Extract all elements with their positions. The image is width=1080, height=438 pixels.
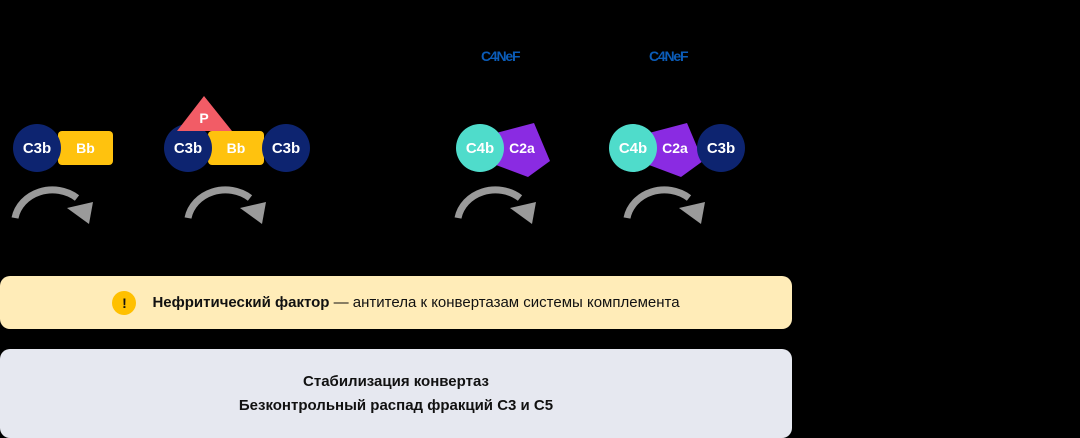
c3b-circle: C3b	[262, 124, 310, 172]
c4b-circle: C4b	[609, 124, 657, 172]
curved-arrow-icon	[184, 186, 266, 224]
c2a-label: C2a	[662, 140, 688, 156]
curved-arrow-icon	[11, 186, 93, 224]
c3b-circle: C3b	[697, 124, 745, 172]
properdin-triangle	[177, 96, 232, 131]
c3b-circle: C3b	[13, 124, 61, 172]
c3b-circle: C3b	[164, 124, 212, 172]
properdin-label: P	[199, 110, 209, 126]
c4nef-label: C4NeF	[649, 48, 689, 64]
c4b-circle: C4b	[456, 124, 504, 172]
exclamation-warning-icon: !	[112, 290, 137, 315]
banner-rest-text: — антитела к конвертазам системы комплем…	[329, 294, 680, 311]
c2a-pentagon	[496, 123, 550, 177]
banner-text: Нефритический фактор — антитела к конвер…	[152, 294, 679, 311]
c2a-pentagon	[649, 123, 703, 177]
result-box: Стабилизация конвертаз Безконтрольный ра…	[0, 349, 792, 438]
curved-arrow-icon	[623, 186, 705, 224]
c4nef-label: C4NeF	[481, 48, 521, 64]
bb-block: Bb	[208, 131, 264, 165]
curved-arrow-icon	[454, 186, 536, 224]
nephritic-factor-banner: ! Нефритический фактор — антитела к конв…	[0, 276, 792, 329]
banner-bold-text: Нефритический фактор	[152, 294, 330, 311]
result-line-1: Стабилизация конвертаз	[303, 372, 489, 390]
result-line-2: Безконтрольный распад фракций C3 и C5	[238, 396, 554, 414]
bb-block: Bb	[58, 131, 113, 165]
c2a-label: C2a	[509, 140, 535, 156]
